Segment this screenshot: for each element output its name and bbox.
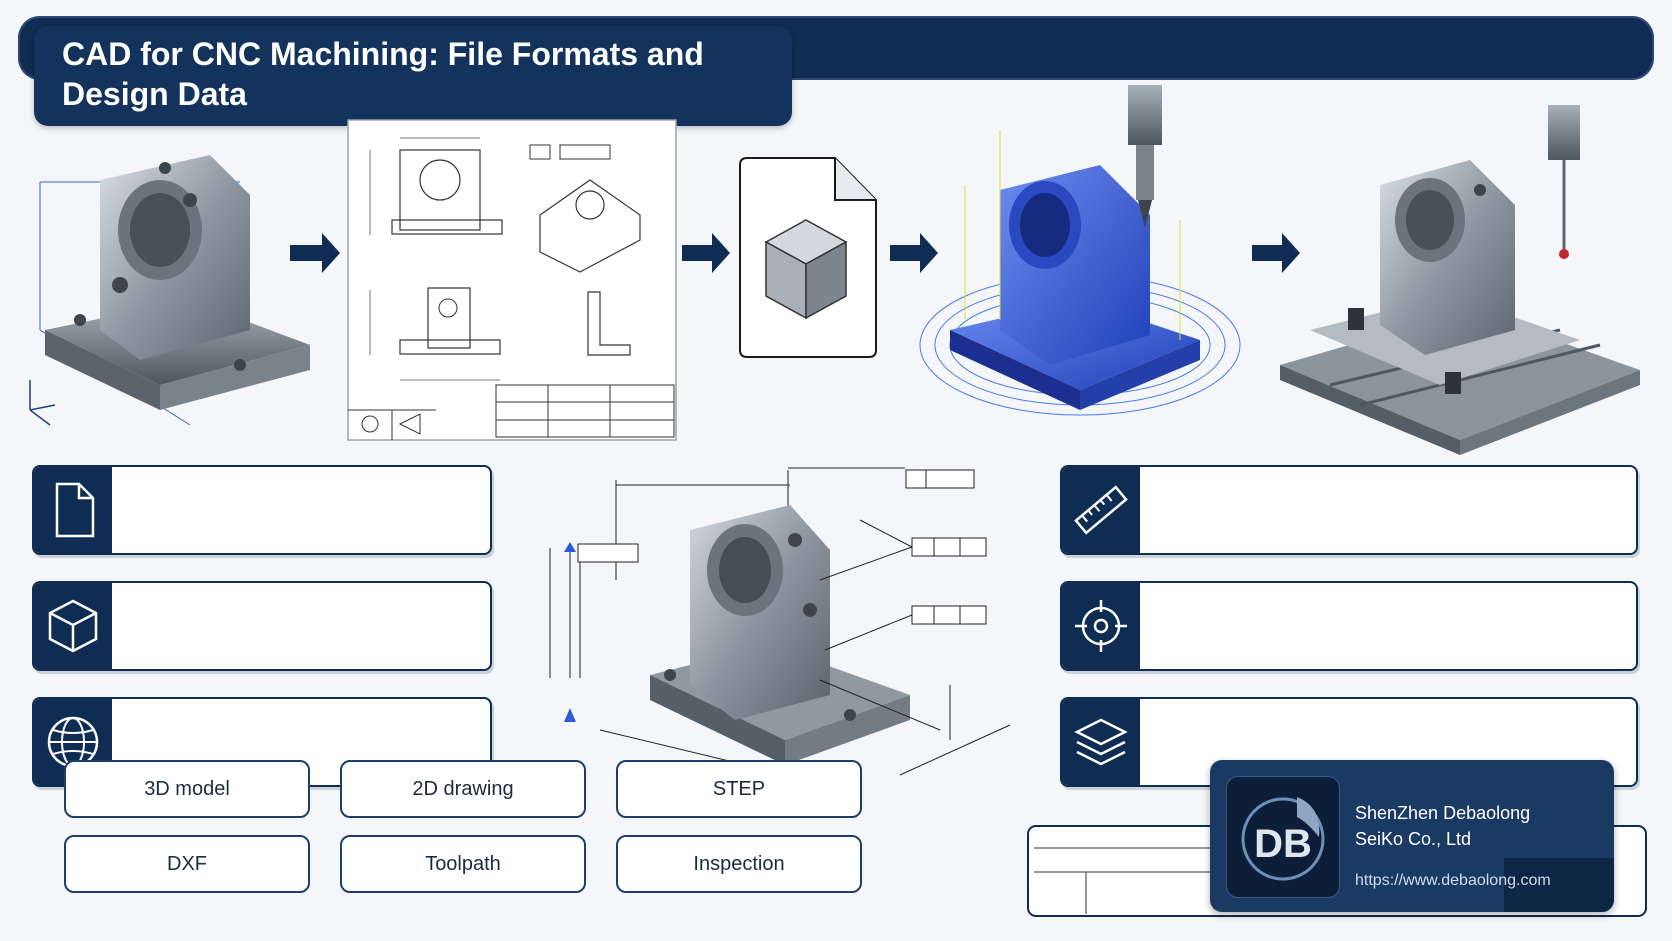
- page-title: CAD for CNC Machining: File Formats and …: [62, 36, 704, 112]
- info-card-left-2: [32, 581, 492, 671]
- step-file-illustration: [739, 157, 877, 358]
- company-url[interactable]: https://www.debaolong.com: [1355, 872, 1551, 889]
- company-band: [1504, 858, 1614, 912]
- info-card-right-1: [1060, 465, 1638, 555]
- company-card: DB ShenZhen Debaolong SeiKo Co., Ltd htt…: [1210, 760, 1614, 912]
- company-logo: DB: [1226, 776, 1340, 898]
- company-name-line2: SeiKo Co., Ltd: [1355, 829, 1472, 849]
- drawing-2d-illustration: [347, 119, 677, 441]
- card-icon-panel: [34, 583, 112, 669]
- company-name-line1: ShenZhen Debaolong: [1355, 803, 1531, 823]
- card-icon-panel: [1062, 583, 1140, 669]
- company-name: ShenZhen Debaolong SeiKo Co., Ltd: [1355, 800, 1605, 852]
- label-step: STEP: [616, 760, 862, 818]
- label-dxf: DXF: [64, 835, 310, 893]
- label-inspection: Inspection: [616, 835, 862, 893]
- arrow-1-icon: [290, 233, 340, 273]
- arrow-2-icon: [682, 233, 730, 273]
- layers-icon: [1074, 718, 1128, 766]
- info-card-right-2: [1060, 581, 1638, 671]
- dragon-logo-icon: DB: [1241, 797, 1325, 881]
- info-card-left-1: [32, 465, 492, 555]
- arrow-4-icon: [1252, 233, 1300, 273]
- part-3d-illustration: [29, 155, 310, 426]
- ruler-icon: [1074, 485, 1128, 535]
- label-3d-model: 3D model: [64, 760, 310, 818]
- toolpath-illustration: [919, 85, 1241, 416]
- arrow-3-icon: [890, 233, 938, 273]
- inspection-illustration: [1280, 105, 1640, 455]
- file-icon: [55, 482, 95, 538]
- card-icon-panel: [1062, 467, 1140, 553]
- center-annotated-part: [549, 467, 1011, 791]
- workflow-row: [29, 85, 1640, 455]
- logo-lettering: DB: [1254, 822, 1312, 866]
- title-plate: [34, 26, 792, 126]
- crosshair-icon: [1075, 600, 1127, 652]
- label-toolpath: Toolpath: [340, 835, 586, 893]
- card-icon-panel: [1062, 699, 1140, 785]
- card-icon-panel: [34, 467, 112, 553]
- label-2d-drawing: 2D drawing: [340, 760, 586, 818]
- cube-icon: [48, 599, 98, 653]
